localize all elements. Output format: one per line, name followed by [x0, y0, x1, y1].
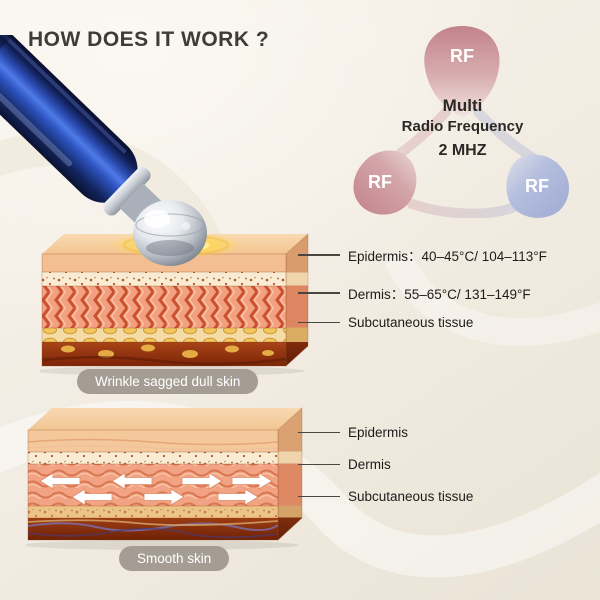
- callout-text: Subcutaneous tissue: [348, 315, 474, 330]
- rf-petal-right: [506, 154, 569, 218]
- vessel-fiber: [27, 522, 279, 532]
- callout-text: Subcutaneous tissue: [348, 489, 474, 504]
- rf-label-top: RF: [450, 46, 474, 66]
- rf-connector-bottom: [407, 199, 517, 218]
- rf-center-subtitle: Radio Frequency: [401, 118, 524, 135]
- callout-dermis-temp: Dermis：55–65°C/ 131–149°F: [298, 283, 531, 303]
- callout-dermis: Dermis: [298, 457, 391, 472]
- callout-text: Epidermis: [348, 425, 409, 440]
- leader-line: [298, 321, 340, 324]
- rf-label-right: RF: [525, 176, 549, 196]
- skin-front-face: [41, 253, 287, 367]
- callout-epidermis-temp: Epidermis：40–45°C/ 104–113°F: [298, 245, 547, 265]
- leader-line: [298, 431, 340, 434]
- rf-device: [0, 35, 207, 266]
- skin-top-face: [28, 408, 302, 430]
- device-handle: [0, 35, 162, 226]
- roller-shadow: [146, 240, 194, 256]
- rf-petal-left: [353, 150, 417, 215]
- rf-center-value: 2 MHZ: [438, 142, 487, 159]
- block-shadow: [26, 540, 299, 550]
- handle-seam: [0, 35, 14, 84]
- roller-seam-ring: [135, 213, 205, 237]
- callout-text: Dermis：55–65°C/ 131–149°F: [348, 287, 531, 302]
- callout-epidermis: Epidermis: [298, 425, 408, 440]
- callout-subcutaneous: Subcutaneous tissue: [298, 489, 473, 504]
- vessel-fiber: [27, 527, 279, 539]
- leader-line: [298, 292, 340, 294]
- rf-center-title: Multi: [442, 96, 483, 115]
- skin-front-face: [27, 429, 279, 541]
- leader-line: [298, 463, 340, 466]
- rf-frequency-diagram: RF RF RF Multi Radio Frequency 2 MHZ: [350, 20, 575, 218]
- rf-label-left: RF: [368, 172, 392, 192]
- leader-line: [298, 495, 340, 498]
- leader-line: [298, 254, 340, 256]
- wrinkled-skin-badge: Wrinkle sagged dull skin: [77, 369, 259, 394]
- chrome-roller-head: [133, 200, 207, 266]
- expand-arrows: [39, 472, 273, 506]
- smooth-skin-badge: Smooth skin: [119, 546, 230, 571]
- vessel-fiber: [27, 519, 279, 526]
- callout-subcutaneous: Subcutaneous tissue: [298, 315, 473, 330]
- handle-gloss-highlight: [0, 35, 73, 167]
- page-title: HOW DOES IT WORK ?: [28, 28, 270, 51]
- head-bezel: [103, 167, 151, 216]
- callout-text: Dermis: [348, 457, 391, 472]
- skin-cross-section-smooth: [26, 406, 303, 550]
- rf-petal-top: [424, 26, 500, 117]
- rf-petal-triangle: [353, 26, 569, 218]
- callout-text: Epidermis：40–45°C/ 104–113°F: [348, 249, 547, 264]
- roller-highlight: [144, 210, 170, 228]
- epidermis-layer: [28, 430, 278, 452]
- head-neck: [119, 183, 162, 226]
